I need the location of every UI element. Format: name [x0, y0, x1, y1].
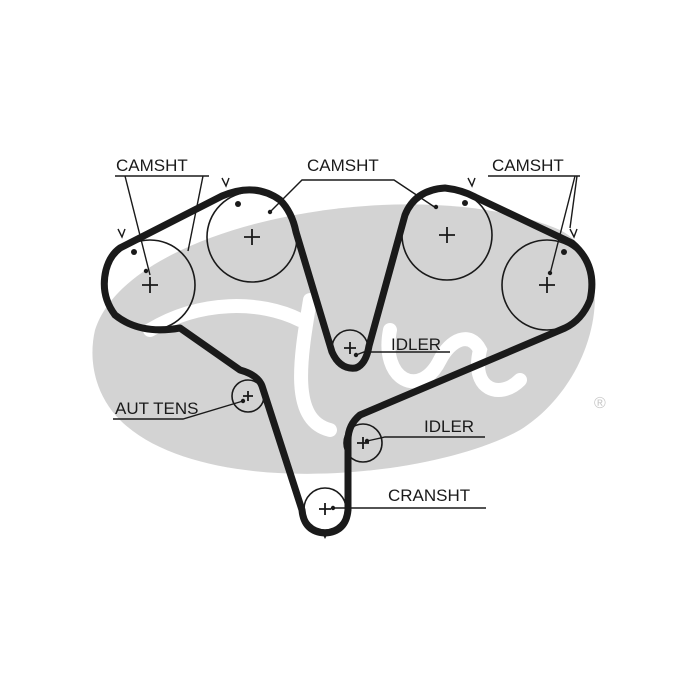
label-camshaft-left: CAMSHT [116, 156, 188, 175]
timing-belt [100, 184, 596, 537]
label-idler-lower: IDLER [424, 417, 474, 436]
gates-logo-watermark: ® [92, 204, 606, 474]
timing-marks [117, 177, 578, 239]
label-crankshaft: CRANSHT [388, 486, 470, 505]
registered-mark: ® [594, 395, 606, 412]
label-idler-upper: IDLER [391, 335, 441, 354]
leader-lines [113, 175, 580, 509]
leader-dots [143, 204, 553, 511]
center-marks [142, 227, 555, 515]
label-auto-tensioner: AUT TENS [115, 399, 198, 418]
label-camshaft-right: CAMSHT [492, 156, 564, 175]
label-camshaft-center: CAMSHT [307, 156, 379, 175]
timing-dots [131, 200, 567, 539]
idler-pulley-lower [343, 423, 383, 463]
